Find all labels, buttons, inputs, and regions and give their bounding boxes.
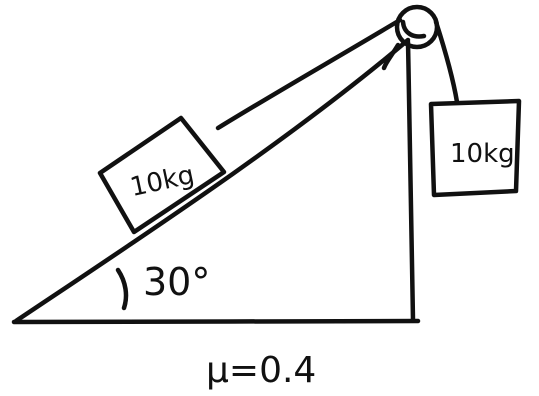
angle-label: 30°	[143, 260, 210, 304]
incline-block	[97, 115, 227, 235]
friction-coefficient-label: μ=0.4	[206, 350, 316, 391]
ground-line	[11, 318, 421, 325]
rope-hanging	[433, 19, 460, 105]
vertical-wall	[405, 39, 416, 323]
hanging-block	[428, 98, 522, 198]
rope-incline	[215, 17, 403, 131]
pulley-axle-arc	[400, 19, 427, 39]
incline-surface	[13, 37, 411, 324]
pulley-bracket	[381, 42, 401, 71]
angle-arc	[115, 267, 129, 311]
hanging-block-label: 10kg	[450, 139, 515, 169]
